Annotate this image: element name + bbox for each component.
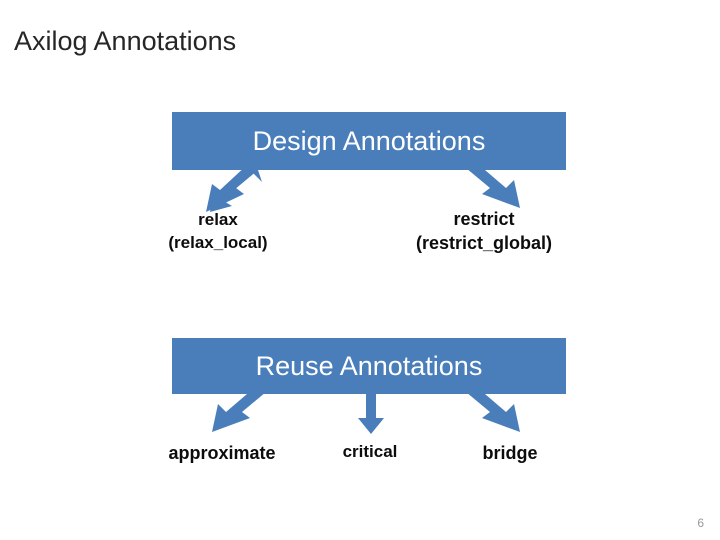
page-title: Axilog Annotations (14, 26, 237, 56)
arrow-design-to-restrict-icon (466, 164, 520, 208)
annotation-relax-name: relax (198, 210, 238, 229)
design-annotations-band: Design Annotations (172, 112, 566, 170)
reuse-annotations-band: Reuse Annotations (172, 338, 566, 394)
reuse-annotations-label: Reuse Annotations (255, 350, 483, 381)
annotation-relax-sub: (relax_local) (168, 232, 268, 252)
arrow-design-to-relax-icon (206, 164, 262, 212)
annotation-critical: critical (288, 441, 452, 464)
page-number: 6 (697, 516, 704, 530)
arrow-reuse-to-bridge-icon (466, 388, 520, 432)
annotation-approximate-name: approximate (168, 443, 276, 463)
annotation-restrict-sub: (restrict_global) (415, 233, 553, 254)
annotation-restrict-name: restrict (453, 209, 515, 229)
annotation-restrict: restrict (restrict_global) (372, 207, 596, 256)
annotation-bridge: bridge (438, 441, 582, 465)
design-annotations-label: Design Annotations (252, 125, 486, 156)
annotation-relax: relax (relax_local) (118, 209, 318, 255)
annotation-bridge-name: bridge (482, 443, 538, 463)
arrow-reuse-to-critical-icon (358, 392, 384, 434)
arrow-reuse-to-approximate-icon (212, 388, 266, 432)
annotation-critical-name: critical (342, 442, 398, 461)
annotation-approximate: approximate (122, 441, 322, 465)
